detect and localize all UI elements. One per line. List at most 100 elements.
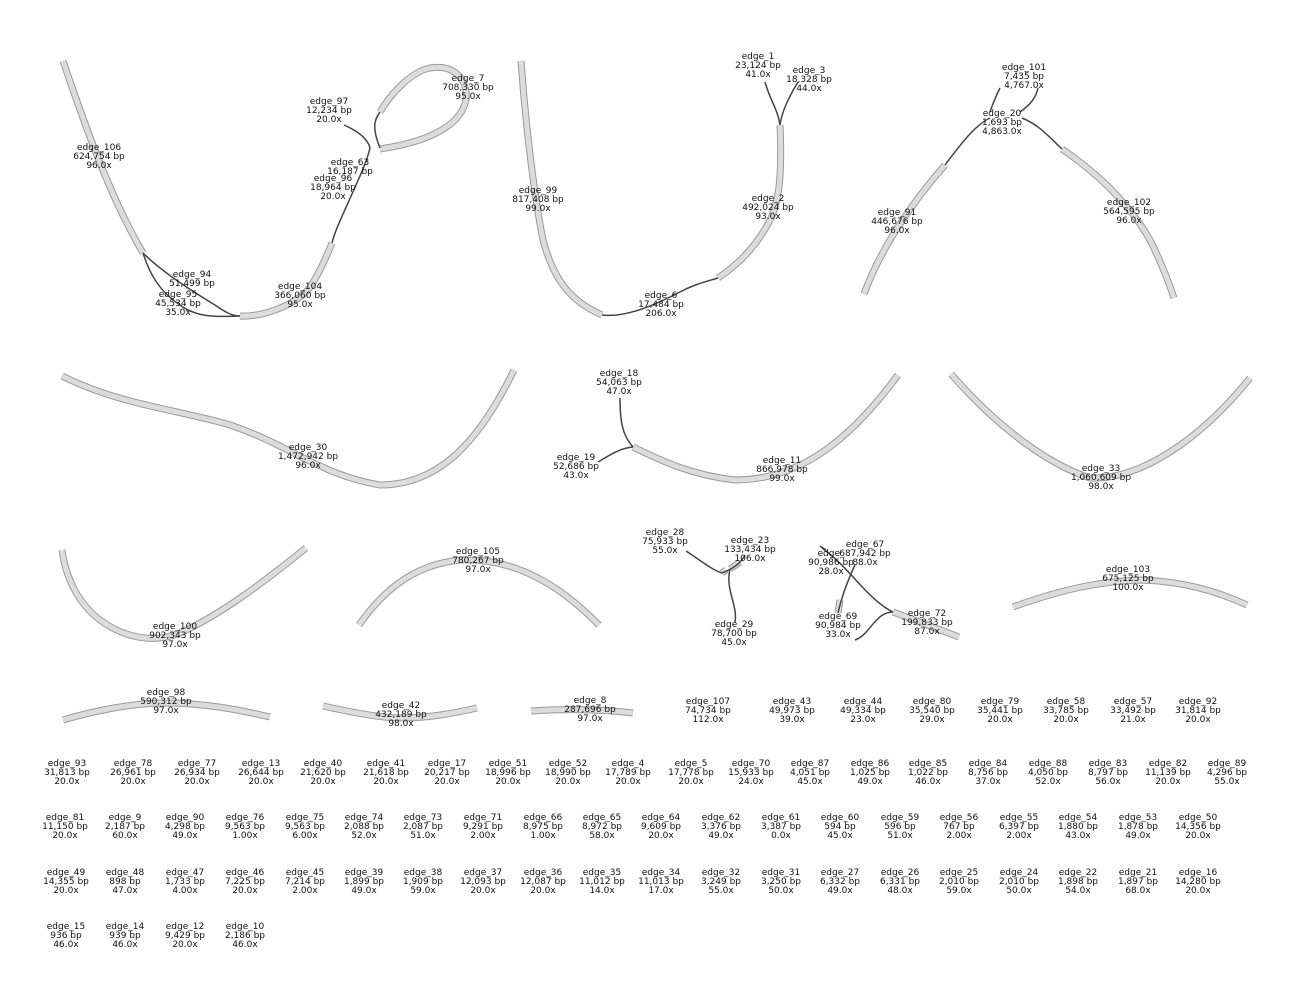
- edge-70-name: edge_70: [732, 759, 771, 769]
- edge-41-name: edge_41: [367, 759, 405, 769]
- edge-105-length: 780,267 bp: [452, 556, 504, 566]
- edge-5-depth: 20.0x: [678, 777, 704, 787]
- edge-30-depth: 96.0x: [295, 461, 321, 471]
- edge-47-name: edge_47: [166, 868, 204, 878]
- edge-44-name: edge_44: [844, 697, 883, 707]
- edge-97-length: 12,234 bp: [306, 106, 352, 116]
- edge-58-depth: 20.0x: [1053, 715, 1079, 725]
- edge-77-depth: 20.0x: [184, 777, 210, 787]
- edge-40-length: 21,620 bp: [300, 768, 346, 778]
- edge-65-depth: 58.0x: [589, 831, 615, 841]
- edge-64-name: edge_64: [642, 813, 681, 823]
- edge-33-name: edge_33: [1082, 464, 1120, 474]
- link-67-72: [821, 547, 894, 613]
- edge-6-name: edge_6: [645, 291, 678, 301]
- edge-42-name: edge_42: [382, 701, 420, 711]
- edge-82-length: 11,139 bp: [1145, 768, 1191, 778]
- edge-34-name: edge_34: [642, 868, 681, 878]
- edge-33-depth: 98.0x: [1088, 482, 1114, 492]
- link-101b: [1019, 87, 1039, 113]
- edge-53-length: 1,878 bp: [1118, 822, 1158, 832]
- edge-45-length: 7,214 bp: [285, 877, 325, 887]
- edge-13-depth: 20.0x: [248, 777, 274, 787]
- edge-60-name: edge_60: [821, 813, 860, 823]
- edge-94-name: edge_94: [173, 270, 212, 280]
- edge-45-depth: 2.00x: [292, 886, 318, 896]
- edge-60-length: 594 bp: [824, 822, 856, 832]
- edge-23-length: 133,434 bp: [724, 545, 776, 555]
- edge-3-name: edge_3: [793, 66, 826, 76]
- edge-64-length: 9,609 bp: [641, 822, 681, 832]
- edge-99-segment: [518, 60, 604, 318]
- edge-69-name: edge_69: [819, 612, 858, 622]
- edge-73-length: 2,087 bp: [403, 822, 443, 832]
- edge-19-length: 52,686 bp: [553, 462, 599, 472]
- edge-32-length: 3,249 bp: [701, 877, 741, 887]
- edge-59-depth: 51.0x: [887, 831, 913, 841]
- edge-31-depth: 50.0x: [768, 886, 794, 896]
- edge-91-segment: [861, 163, 947, 295]
- edge-62-name: edge_62: [702, 813, 740, 823]
- edge-22-depth: 54.0x: [1065, 886, 1091, 896]
- edge-105-depth: 97.0x: [465, 565, 491, 575]
- edge-75-depth: 6.00x: [292, 831, 318, 841]
- edge-20-depth: 4,863.0x: [982, 127, 1022, 137]
- edge-82-name: edge_82: [1149, 759, 1187, 769]
- edge-74-depth: 52.0x: [351, 831, 377, 841]
- edge-95-depth: 35.0x: [165, 308, 191, 318]
- edge-92-length: 31,814 bp: [1175, 706, 1221, 716]
- edge-104-name: edge_104: [278, 282, 322, 292]
- edge-77-length: 26,934 bp: [174, 768, 220, 778]
- edge-51-depth: 20.0x: [495, 777, 521, 787]
- edge-1-length: 23,124 bp: [735, 61, 781, 71]
- edge-96-name: edge_96: [314, 174, 353, 184]
- edge-79-length: 35,441 bp: [977, 706, 1023, 716]
- edge-20-label: edge_201,693 bp4,863.0x: [982, 109, 1023, 137]
- edge-92-depth: 20.0x: [1185, 715, 1211, 725]
- link-99-6: [601, 277, 719, 317]
- edge-15-length: 936 bp: [50, 931, 82, 941]
- edge-35-length: 11,012 bp: [579, 877, 625, 887]
- edge-15-name: edge_15: [47, 922, 85, 932]
- edge-77-name: edge_77: [178, 759, 216, 769]
- edge-53-name: edge_53: [1119, 813, 1157, 823]
- edge-32-name: edge_32: [702, 868, 740, 878]
- edge-19-name: edge_19: [557, 453, 596, 463]
- edge-23-depth: 106.0x: [734, 554, 766, 564]
- edge-22-name: edge_22: [1059, 868, 1097, 878]
- edge-11-depth: 99.0x: [769, 474, 795, 484]
- edge-29-depth: 45.0x: [721, 638, 747, 648]
- edge-61-name: edge_61: [762, 813, 800, 823]
- edge-85-name: edge_85: [909, 759, 947, 769]
- edge-72-segment: [892, 609, 960, 640]
- edge-59-length: 596 bp: [884, 822, 916, 832]
- edge-30-segment: [60, 368, 517, 488]
- edge-97-depth: 20.0x: [316, 115, 342, 125]
- edge-103-segment: [1012, 577, 1249, 610]
- edge-2-segment: [716, 124, 784, 281]
- edge-34-depth: 17.0x: [648, 886, 674, 896]
- edge-84-length: 8,756 bp: [968, 768, 1008, 778]
- edge-21-depth: 68.0x: [1125, 886, 1151, 896]
- edge-51-length: 18,996 bp: [485, 768, 531, 778]
- edge-99-depth: 99.0x: [525, 204, 551, 214]
